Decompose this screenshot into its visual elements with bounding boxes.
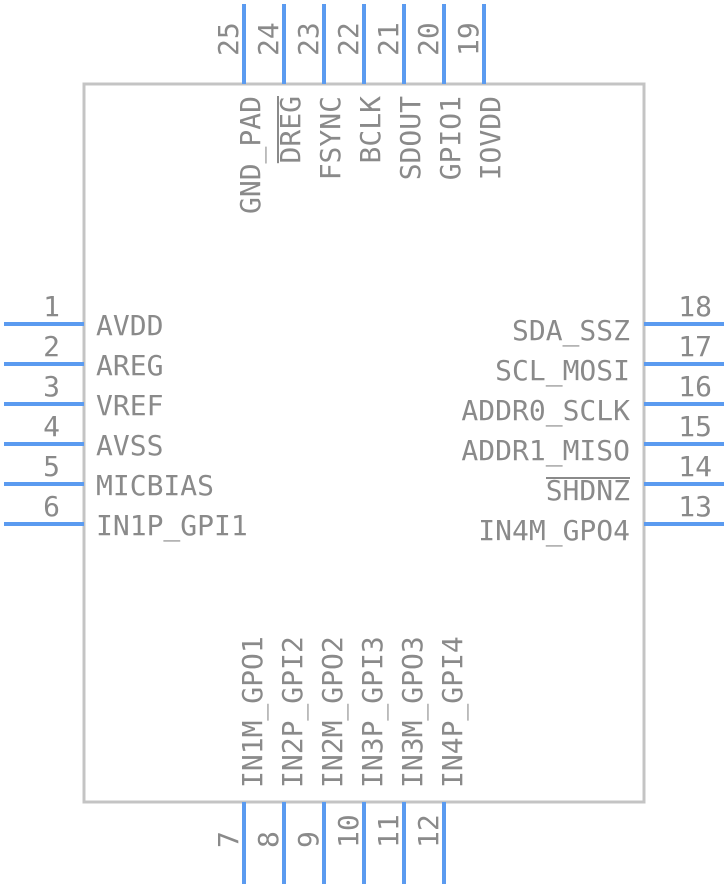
pin-4-number: 4 xyxy=(43,410,60,443)
pin-label-gpio1: GPIO1 xyxy=(434,96,467,180)
pin-label-in1m-gpo1: IN1M_GPO1 xyxy=(236,636,270,788)
pin-label-addr0-sclk: ADDR0_SCLK xyxy=(461,394,630,428)
pin-label-addr1-miso: ADDR1_MISO xyxy=(461,434,630,468)
pin-label-scl-mosi: SCL_MOSI xyxy=(495,354,630,388)
pin-label-areg: AREG xyxy=(96,349,163,382)
pin-7-number: 7 xyxy=(212,831,245,848)
pin-label-gnd-pad: GND_PAD xyxy=(234,96,268,214)
pin-label-vref: VREF xyxy=(96,389,163,422)
pin-8-number: 8 xyxy=(252,831,285,848)
pin-18-number: 18 xyxy=(678,290,712,323)
pin-label-sda-ssz: SDA_SSZ xyxy=(512,314,630,348)
pin-label-avdd: AVDD xyxy=(96,309,163,342)
pin-label-in1p-gpi1: IN1P_GPI1 xyxy=(96,509,248,543)
pin-label-in4p-gpi4: IN4P_GPI4 xyxy=(436,636,470,788)
pin-label-avss: AVSS xyxy=(96,429,163,462)
pin-15-number: 15 xyxy=(678,410,712,443)
pin-16-number: 16 xyxy=(678,370,712,403)
pin-17-number: 17 xyxy=(678,330,712,363)
pin-21-number: 21 xyxy=(372,22,405,56)
pin-label-in2m-gpo2: IN2M_GPO2 xyxy=(316,636,350,788)
pin-2-number: 2 xyxy=(43,330,60,363)
pin-label-in3p-gpi3: IN3P_GPI3 xyxy=(356,636,390,788)
pin-10-number: 10 xyxy=(332,814,365,848)
pin-25-number: 25 xyxy=(212,22,245,56)
pin-12-number: 12 xyxy=(412,814,445,848)
pin-label-fsync: FSYNC xyxy=(314,96,347,180)
pin-24-number: 24 xyxy=(252,22,285,56)
pin-6-number: 6 xyxy=(43,490,60,523)
pin-9-number: 9 xyxy=(292,831,325,848)
pin-label-bclk: BCLK xyxy=(354,96,387,164)
pin-3-number: 3 xyxy=(43,370,60,403)
pin-22-number: 22 xyxy=(332,22,365,56)
pin-1-number: 1 xyxy=(43,290,60,323)
pin-20-number: 20 xyxy=(412,22,445,56)
pin-label-sdout: SDOUT xyxy=(394,96,427,180)
pin-19-number: 19 xyxy=(452,22,485,56)
pin-label-in2p-gpi2: IN2P_GPI2 xyxy=(276,636,310,788)
pin-23-number: 23 xyxy=(292,22,325,56)
pin-label-dreg: DREG xyxy=(274,96,307,163)
pin-5-number: 5 xyxy=(43,450,60,483)
bottom-pin-group: 7 IN1M_GPO1 8 IN2P_GPI2 9 IN2M_GPO2 10 IN3P_GPI… xyxy=(212,636,470,884)
pin-label-in3m-gpo3: IN3M_GPO3 xyxy=(396,636,430,788)
pin-11-number: 11 xyxy=(372,814,405,848)
pin-13-number: 13 xyxy=(678,490,712,523)
pin-label-in4m-gpo4: IN4M_GPO4 xyxy=(478,514,630,548)
pin-14-number: 14 xyxy=(678,450,712,483)
pin-label-micbias: MICBIAS xyxy=(96,469,214,502)
pin-label-iovdd: IOVDD xyxy=(474,96,507,180)
pin-label-shdnz: SHDNZ xyxy=(546,474,630,507)
